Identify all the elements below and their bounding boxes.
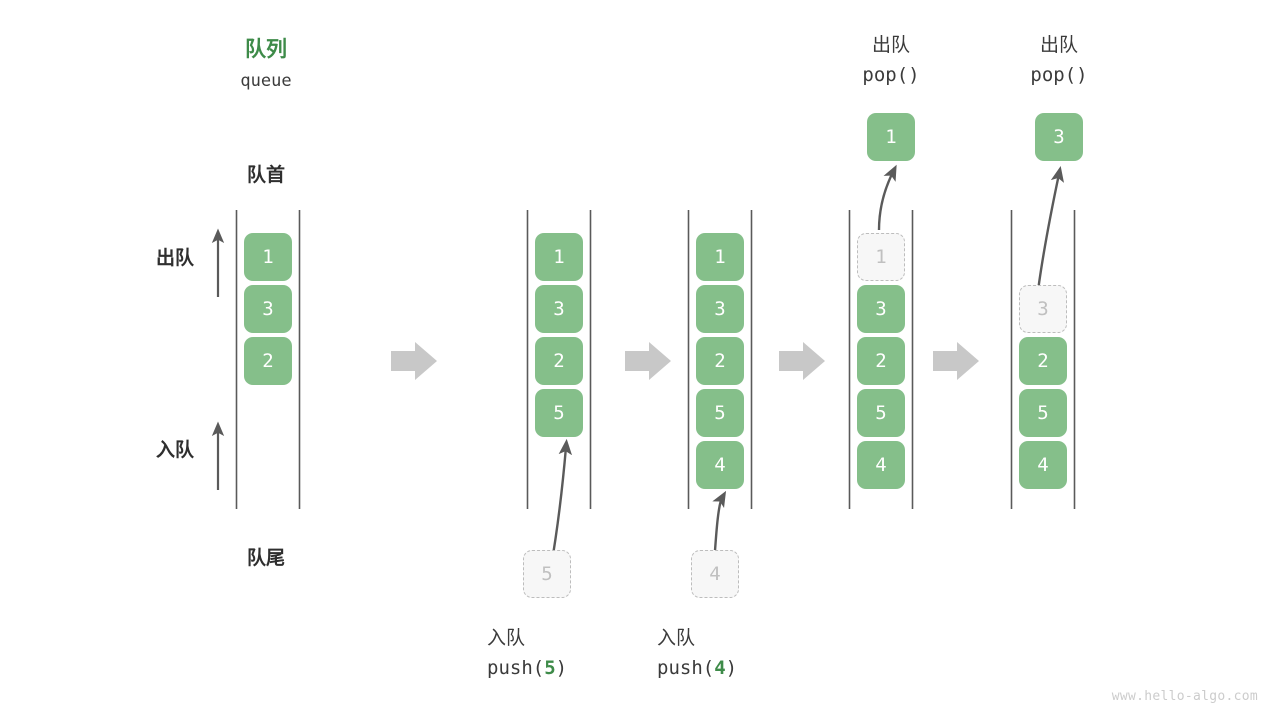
queue-cell: 1 (244, 233, 292, 281)
queue-head-label: 队首 (246, 165, 285, 186)
op-code-suffix: ) (725, 657, 738, 679)
op-code-arg: 4 (714, 657, 726, 679)
operation-label-cn: 入队 (487, 628, 526, 649)
queue-rails (235, 210, 1076, 509)
queue-cell: 3 (535, 285, 583, 333)
flow-arrow (391, 342, 437, 380)
figure-title-cn: 队列 (245, 38, 287, 61)
flow-arrow (933, 342, 979, 380)
figure-title-code: queue (240, 71, 292, 91)
incoming-element-placeholder: 5 (523, 550, 571, 598)
queue-cell: 1 (696, 233, 744, 281)
flow-arrow (779, 342, 825, 380)
popped-element: 1 (867, 113, 915, 161)
operation-label-cn: 出队 (871, 35, 910, 56)
pop-1-motion-arrow (877, 164, 897, 231)
queue-cell: 3 (857, 285, 905, 333)
queue-cell: 2 (696, 337, 744, 385)
op-code-arg: 5 (544, 657, 556, 679)
dequeue-direction-label: 出队 (155, 248, 194, 269)
operation-label-code: pop() (841, 64, 941, 86)
enqueue-direction-label: 入队 (155, 440, 194, 461)
queue-cell: 5 (535, 389, 583, 437)
op-code-suffix: ) (908, 64, 920, 86)
site-watermark: www.hello-algo.com (1111, 689, 1258, 704)
popped-element: 3 (1035, 113, 1083, 161)
queue-cell: 3 (696, 285, 744, 333)
queue-cell-removed: 3 (1019, 285, 1067, 333)
queue-cell: 2 (1019, 337, 1067, 385)
op-code-suffix: ) (555, 657, 568, 679)
push-5-motion-arrow (549, 438, 573, 568)
op-code-prefix: push( (487, 657, 545, 679)
queue-cell: 1 (535, 233, 583, 281)
queue-cell: 2 (857, 337, 905, 385)
operation-label-cn: 出队 (1039, 35, 1078, 56)
queue-cell: 5 (696, 389, 744, 437)
flow-arrow (625, 342, 671, 380)
queue-cell: 2 (535, 337, 583, 385)
op-code-prefix: push( (657, 657, 715, 679)
queue-cell-removed: 1 (857, 233, 905, 281)
op-code-prefix: pop( (1030, 64, 1077, 86)
op-code-suffix: ) (1076, 64, 1088, 86)
incoming-element-placeholder: 4 (691, 550, 739, 598)
operation-label-code: push(4) (657, 657, 817, 679)
queue-cell: 5 (1019, 389, 1067, 437)
queue-tail-label: 队尾 (246, 548, 285, 569)
queue-cell: 2 (244, 337, 292, 385)
queue-cell: 4 (857, 441, 905, 489)
queue-cell: 5 (857, 389, 905, 437)
operation-label-code: push(5) (487, 657, 647, 679)
operation-label-code: pop() (1009, 64, 1109, 86)
queue-cell: 3 (244, 285, 292, 333)
operation-label-cn: 入队 (657, 628, 696, 649)
op-code-prefix: pop( (862, 64, 909, 86)
queue-cell: 4 (696, 441, 744, 489)
queue-cell: 4 (1019, 441, 1067, 489)
